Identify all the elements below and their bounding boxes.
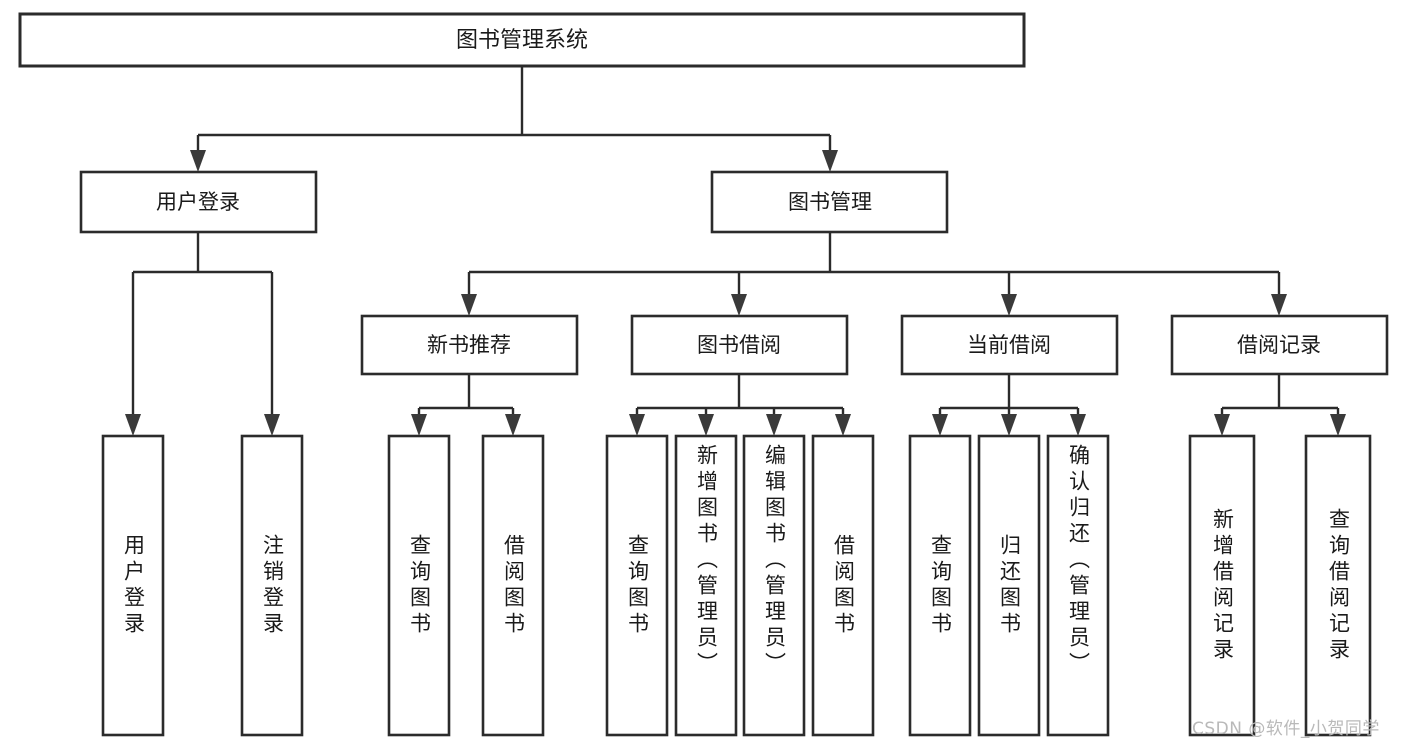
arrowhead-leaf-new-book-1 <box>411 414 427 436</box>
arrowhead-leaf-current-borrow-2 <box>1001 414 1017 436</box>
arrowhead-leaf-user-login-1 <box>125 414 141 436</box>
node-current-borrow[interactable]: 当前借阅 <box>900 314 1119 376</box>
arrowhead-leaf-current-borrow-3 <box>1070 414 1086 436</box>
leaf-box-borrow-records-1[interactable] <box>1188 434 1256 737</box>
arrowhead-current-borrow <box>1001 294 1017 316</box>
node-book-borrow-box[interactable] <box>630 314 849 376</box>
arrowhead-leaf-book-borrow-3 <box>766 414 782 436</box>
leaf-box-book-borrow-4[interactable] <box>811 434 875 737</box>
node-borrow-records-label: 借阅记录 <box>1237 333 1321 357</box>
connector-layer <box>125 66 1346 436</box>
arrowhead-new-book <box>461 294 477 316</box>
node-user-login[interactable]: 用户登录 <box>79 170 318 234</box>
node-book-borrow[interactable]: 图书借阅 <box>630 314 849 376</box>
node-new-book-recommend-label: 新书推荐 <box>427 333 511 357</box>
leaf-box-user-login-1[interactable] <box>101 434 165 737</box>
node-user-login-box[interactable] <box>79 170 318 234</box>
arrowhead-leaf-borrow-records-2 <box>1330 414 1346 436</box>
leaf-box-current-borrow-3[interactable] <box>1046 434 1110 737</box>
leaf-box-book-borrow-2[interactable] <box>674 434 738 737</box>
leaf-box-new-book-2[interactable] <box>481 434 545 737</box>
leaf-box-book-borrow-3[interactable] <box>742 434 806 737</box>
node-root-system[interactable]: 图书管理系统 <box>18 12 1026 68</box>
leaf-box-current-borrow-1[interactable] <box>908 434 972 737</box>
arrowhead-book-borrow <box>731 294 747 316</box>
node-book-manage-box[interactable] <box>710 170 949 234</box>
csdn-watermark: CSDN @软件_小贺同学 <box>1192 719 1380 739</box>
node-book-borrow-label: 图书借阅 <box>697 333 781 357</box>
leaf-box-current-borrow-2[interactable] <box>977 434 1041 737</box>
leaf-box-user-login-2[interactable] <box>240 434 304 737</box>
node-root-system-label: 图书管理系统 <box>456 28 588 53</box>
arrowhead-leaf-borrow-records-1 <box>1214 414 1230 436</box>
node-borrow-records-box[interactable] <box>1170 314 1389 376</box>
arrowhead-leaf-book-borrow-4 <box>835 414 851 436</box>
node-current-borrow-box[interactable] <box>900 314 1119 376</box>
leaf-box-new-book-1[interactable] <box>387 434 451 737</box>
node-current-borrow-label: 当前借阅 <box>967 333 1051 357</box>
arrowhead-leaf-user-login-2 <box>264 414 280 436</box>
arrowhead-borrow-records <box>1271 294 1287 316</box>
node-user-login-label: 用户登录 <box>156 190 240 214</box>
arrowhead-leaf-new-book-2 <box>505 414 521 436</box>
leaf-box-borrow-records-2[interactable] <box>1304 434 1372 737</box>
node-book-manage-label: 图书管理 <box>788 190 872 214</box>
node-book-manage[interactable]: 图书管理 <box>710 170 949 234</box>
node-borrow-records[interactable]: 借阅记录 <box>1170 314 1389 376</box>
arrowhead-leaf-current-borrow-1 <box>932 414 948 436</box>
arrowhead-book-manage <box>822 150 838 172</box>
node-new-book-recommend[interactable]: 新书推荐 <box>360 314 579 376</box>
arrowhead-leaf-book-borrow-1 <box>629 414 645 436</box>
leaf-box-book-borrow-1[interactable] <box>605 434 669 737</box>
arrowhead-user-login <box>190 150 206 172</box>
node-new-book-recommend-box[interactable] <box>360 314 579 376</box>
arrowhead-leaf-book-borrow-2 <box>698 414 714 436</box>
node-root-system-box[interactable] <box>18 12 1026 68</box>
